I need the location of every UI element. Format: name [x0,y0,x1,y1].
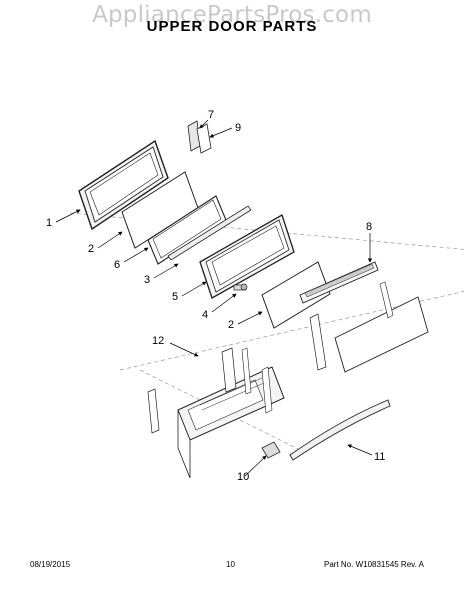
callout-7: 7 [208,109,214,121]
callout-9: 9 [235,122,241,134]
footer-date: 08/19/2015 [30,560,71,569]
callout-1: 1 [46,217,52,229]
part-hinge-bracket [187,120,212,154]
callout-11: 11 [374,451,385,463]
part-side-trims [147,347,273,434]
part-door-handle [289,399,391,461]
callout-4: 4 [202,309,208,321]
leader-lines [55,119,373,477]
footer-part-number: Part No. W10831545 Rev. A [324,560,424,569]
callout-2-lower: 2 [228,319,234,331]
part-middle-door-frame [199,214,295,299]
part-hinge-screw [233,283,248,291]
part-trim-strip [167,205,252,261]
callout-6: 6 [114,259,120,271]
page-title: UPPER DOOR PARTS [146,18,318,35]
site-watermark: AppliancePartsPros.com [92,2,372,28]
part-inner-door-frame [78,139,169,231]
part-end-cap [261,441,281,459]
callout-5: 5 [172,291,178,303]
part-outer-door-panel [177,366,285,479]
callout-8: 8 [366,221,372,233]
callout-12: 12 [152,335,164,347]
callout-10: 10 [237,471,249,483]
footer-page-number: 10 [226,560,235,569]
part-outer-glass-right [309,281,429,373]
callout-3: 3 [144,274,150,286]
callout-2-upper: 2 [88,243,94,255]
part-vent-channel [299,261,379,304]
part-glass-panel-lower [261,261,331,329]
